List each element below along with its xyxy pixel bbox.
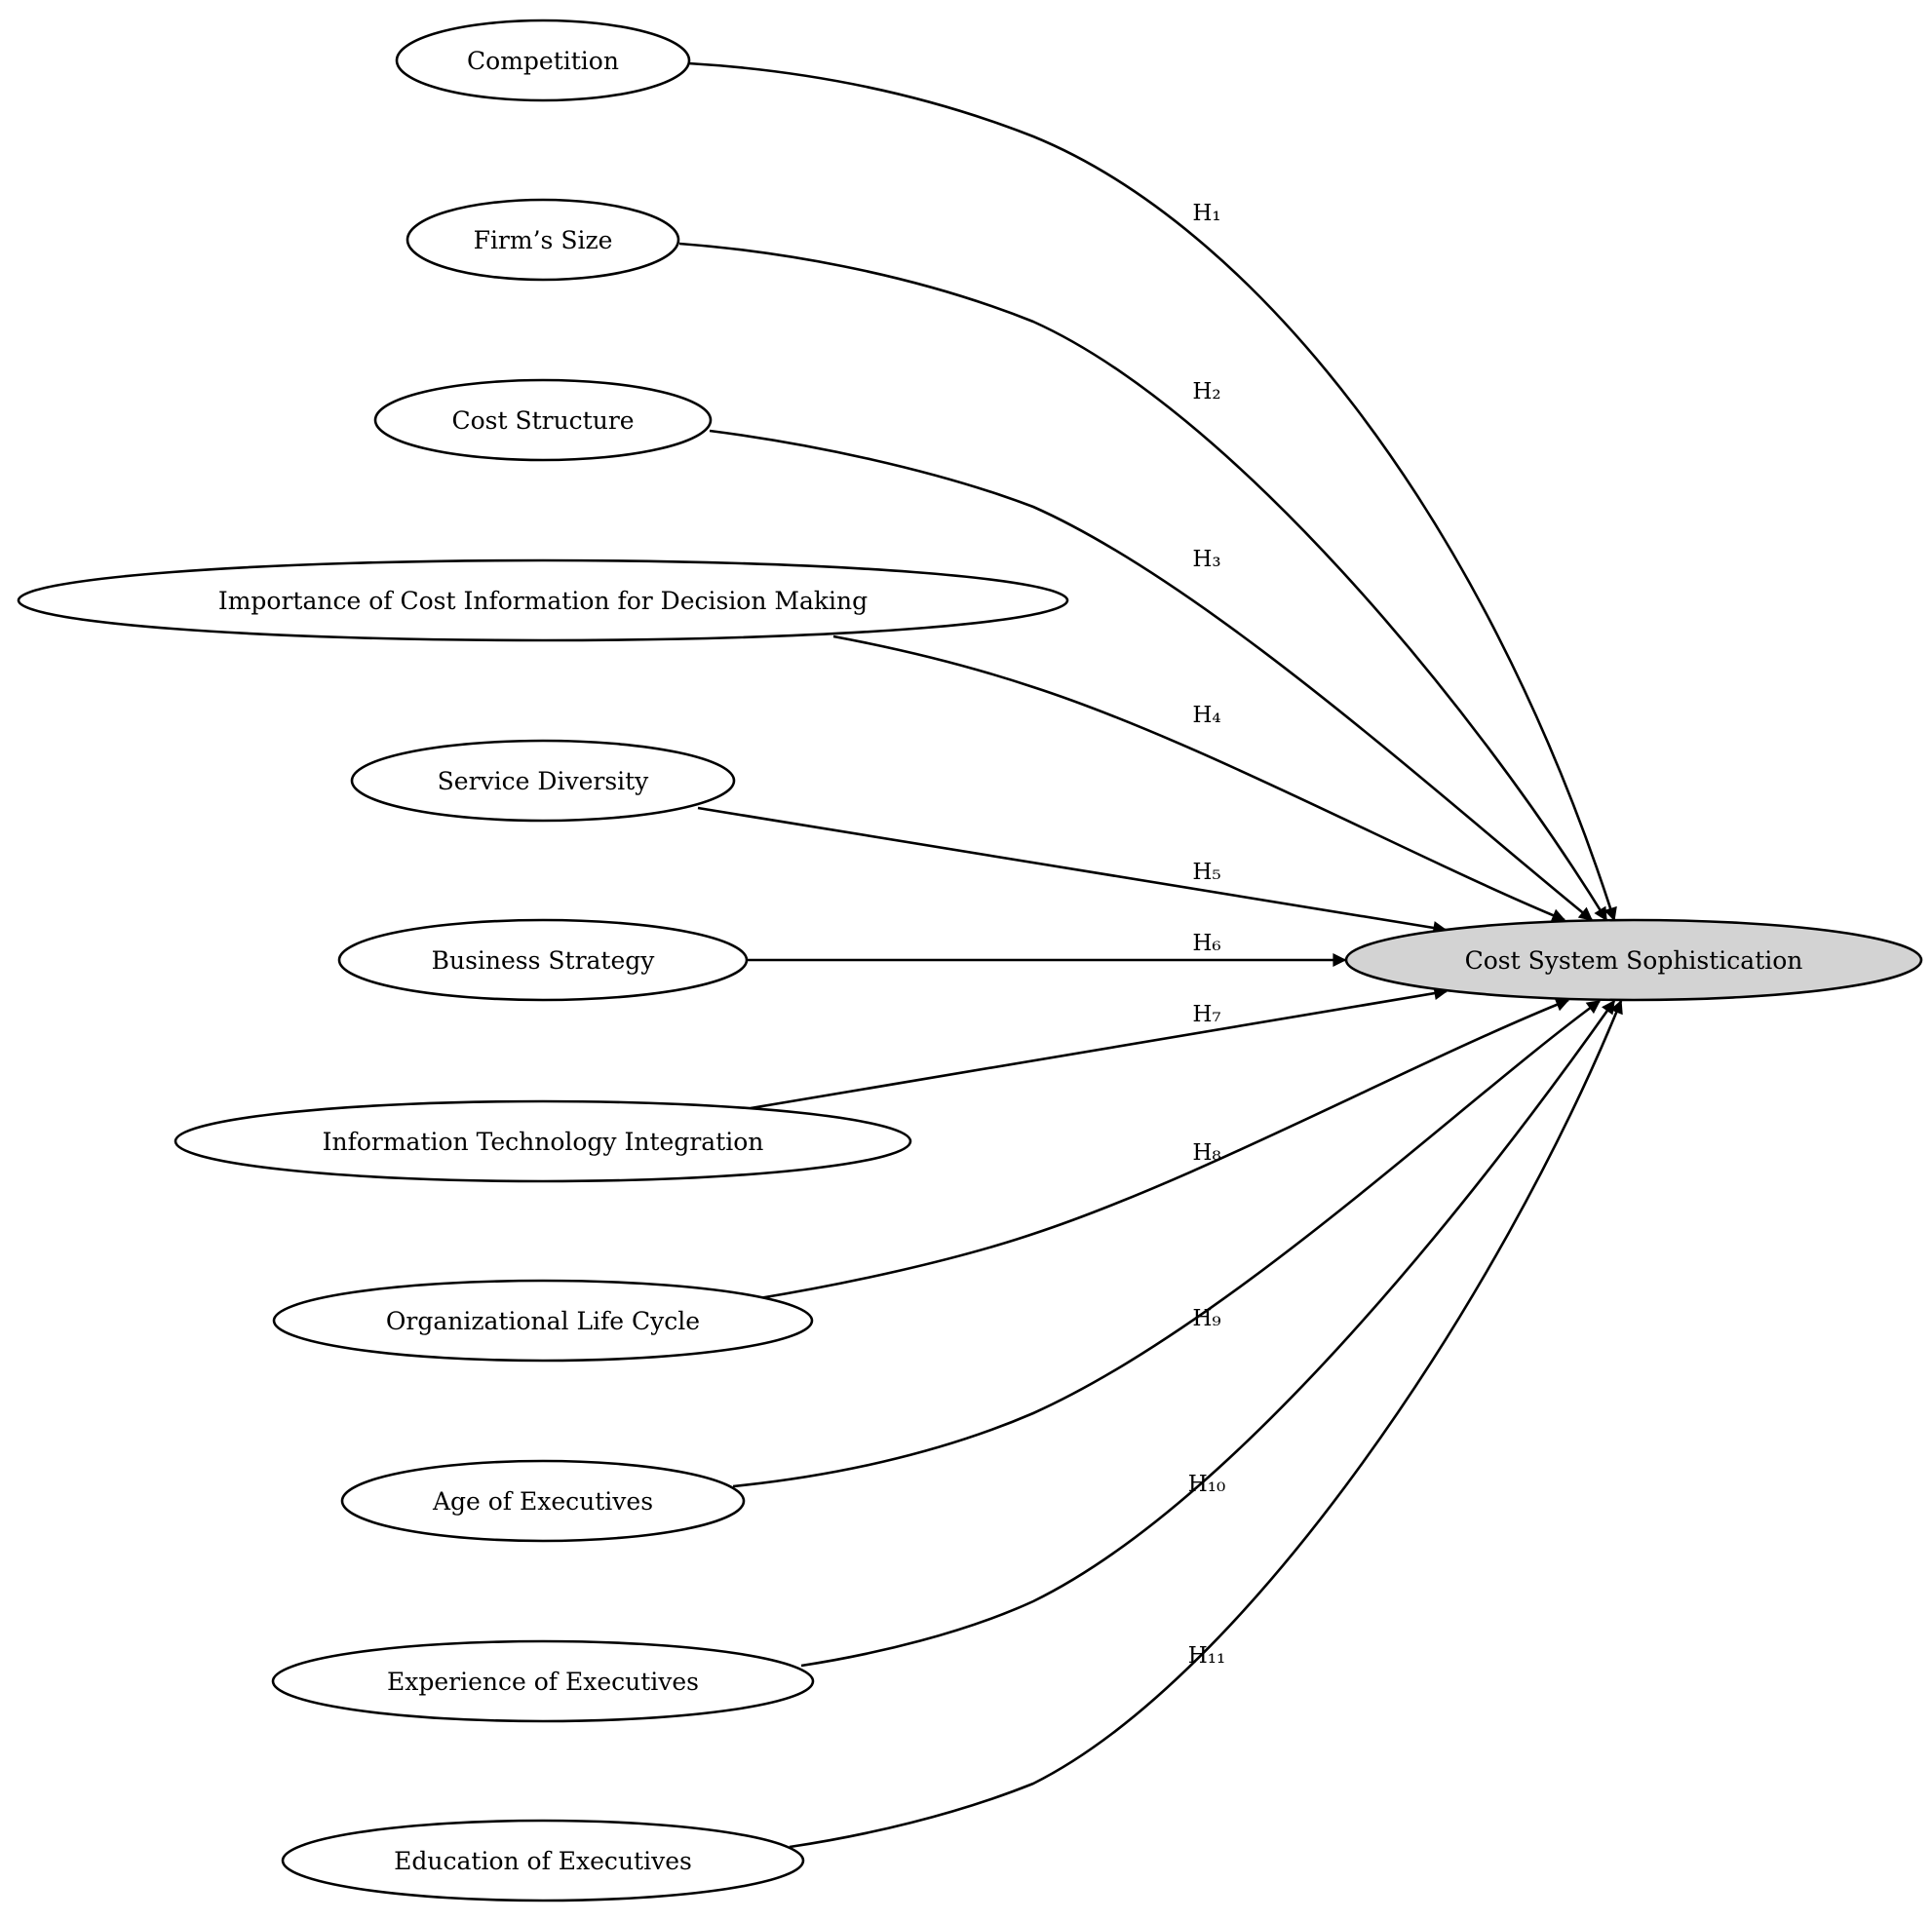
node-label-firms-size: Firm’s Size: [474, 226, 613, 254]
node-label-cost-structure: Cost Structure: [451, 406, 634, 435]
edge-experience-of-executives: [800, 999, 1616, 1668]
node-ellipse-competition: [395, 19, 691, 102]
edge-service-diversity: [697, 806, 1448, 935]
node-ellipse-cost-system-sophistication: [1344, 918, 1923, 1002]
node-ellipse-cost-structure: [373, 378, 713, 462]
node-ellipse-importance-of-cost-information: [17, 558, 1069, 642]
edge-information-technology-integration: [750, 986, 1449, 1110]
node-label-cost-system-sophistication: Cost System Sophistication: [1465, 946, 1803, 975]
node-education-of-executives: Education of Executives: [281, 1819, 805, 1902]
edge-label-information-technology-integration: H₇: [1192, 1002, 1220, 1027]
node-label-importance-of-cost-information: Importance of Cost Information for Decis…: [218, 587, 868, 615]
edge-age-of-executives: [732, 999, 1602, 1488]
edge-label-competition: H₁: [1192, 201, 1220, 226]
node-label-education-of-executives: Education of Executives: [394, 1847, 692, 1875]
node-ellipse-information-technology-integration: [174, 1099, 912, 1183]
node-ellipse-firms-size: [406, 198, 680, 282]
node-importance-of-cost-information: Importance of Cost Information for Decis…: [17, 558, 1069, 642]
node-label-experience-of-executives: Experience of Executives: [387, 1668, 699, 1696]
node-cost-structure: Cost Structure: [373, 378, 713, 462]
node-firms-size: Firm’s Size: [406, 198, 680, 282]
edge-label-service-diversity: H₅: [1192, 860, 1220, 885]
node-age-of-executives: Age of Executives: [340, 1459, 746, 1543]
node-label-information-technology-integration: Information Technology Integration: [323, 1128, 764, 1156]
edge-labels-layer: H₁ H₂ H₃ H₄ H₅ H₆ H₇ H₈ H₉ H₁₀ H₁₁: [1188, 201, 1226, 1669]
node-ellipse-education-of-executives: [281, 1819, 805, 1902]
node-label-service-diversity: Service Diversity: [438, 767, 650, 795]
edge-organizational-life-cycle: [758, 998, 1570, 1300]
edge-cost-structure: [709, 429, 1594, 922]
edge-firms-size: [678, 242, 1608, 922]
node-service-diversity: Service Diversity: [350, 739, 736, 823]
node-information-technology-integration: Information Technology Integration: [174, 1099, 912, 1183]
edge-label-firms-size: H₂: [1192, 379, 1220, 404]
node-label-age-of-executives: Age of Executives: [432, 1487, 653, 1516]
node-experience-of-executives: Experience of Executives: [271, 1639, 815, 1723]
edge-label-age-of-executives: H₉: [1192, 1306, 1220, 1331]
edge-label-importance-of-cost-information: H₄: [1192, 703, 1220, 728]
edge-importance-of-cost-information: [832, 634, 1566, 922]
node-ellipse-organizational-life-cycle: [272, 1279, 814, 1363]
node-label-competition: Competition: [467, 47, 619, 75]
node-competition: Competition: [395, 19, 691, 102]
node-label-business-strategy: Business Strategy: [432, 946, 656, 975]
node-ellipse-business-strategy: [337, 918, 749, 1002]
edge-competition: [687, 61, 1617, 922]
edge-label-education-of-executives: H₁₁: [1188, 1643, 1226, 1669]
edge-label-cost-structure: H₃: [1192, 547, 1220, 572]
edge-label-business-strategy: H₆: [1192, 931, 1220, 956]
node-business-strategy: Business Strategy: [337, 918, 749, 1002]
node-ellipse-experience-of-executives: [271, 1639, 815, 1723]
node-ellipse-service-diversity: [350, 739, 736, 823]
node-cost-system-sophistication: Cost System Sophistication: [1344, 918, 1923, 1002]
edge-label-experience-of-executives: H₁₀: [1188, 1472, 1226, 1497]
edges-layer: [678, 61, 1623, 1849]
node-ellipse-age-of-executives: [340, 1459, 746, 1543]
node-label-organizational-life-cycle: Organizational Life Cycle: [386, 1307, 700, 1335]
edge-education-of-executives: [789, 999, 1623, 1849]
node-organizational-life-cycle: Organizational Life Cycle: [272, 1279, 814, 1363]
edge-label-organizational-life-cycle: H₈: [1192, 1140, 1220, 1166]
